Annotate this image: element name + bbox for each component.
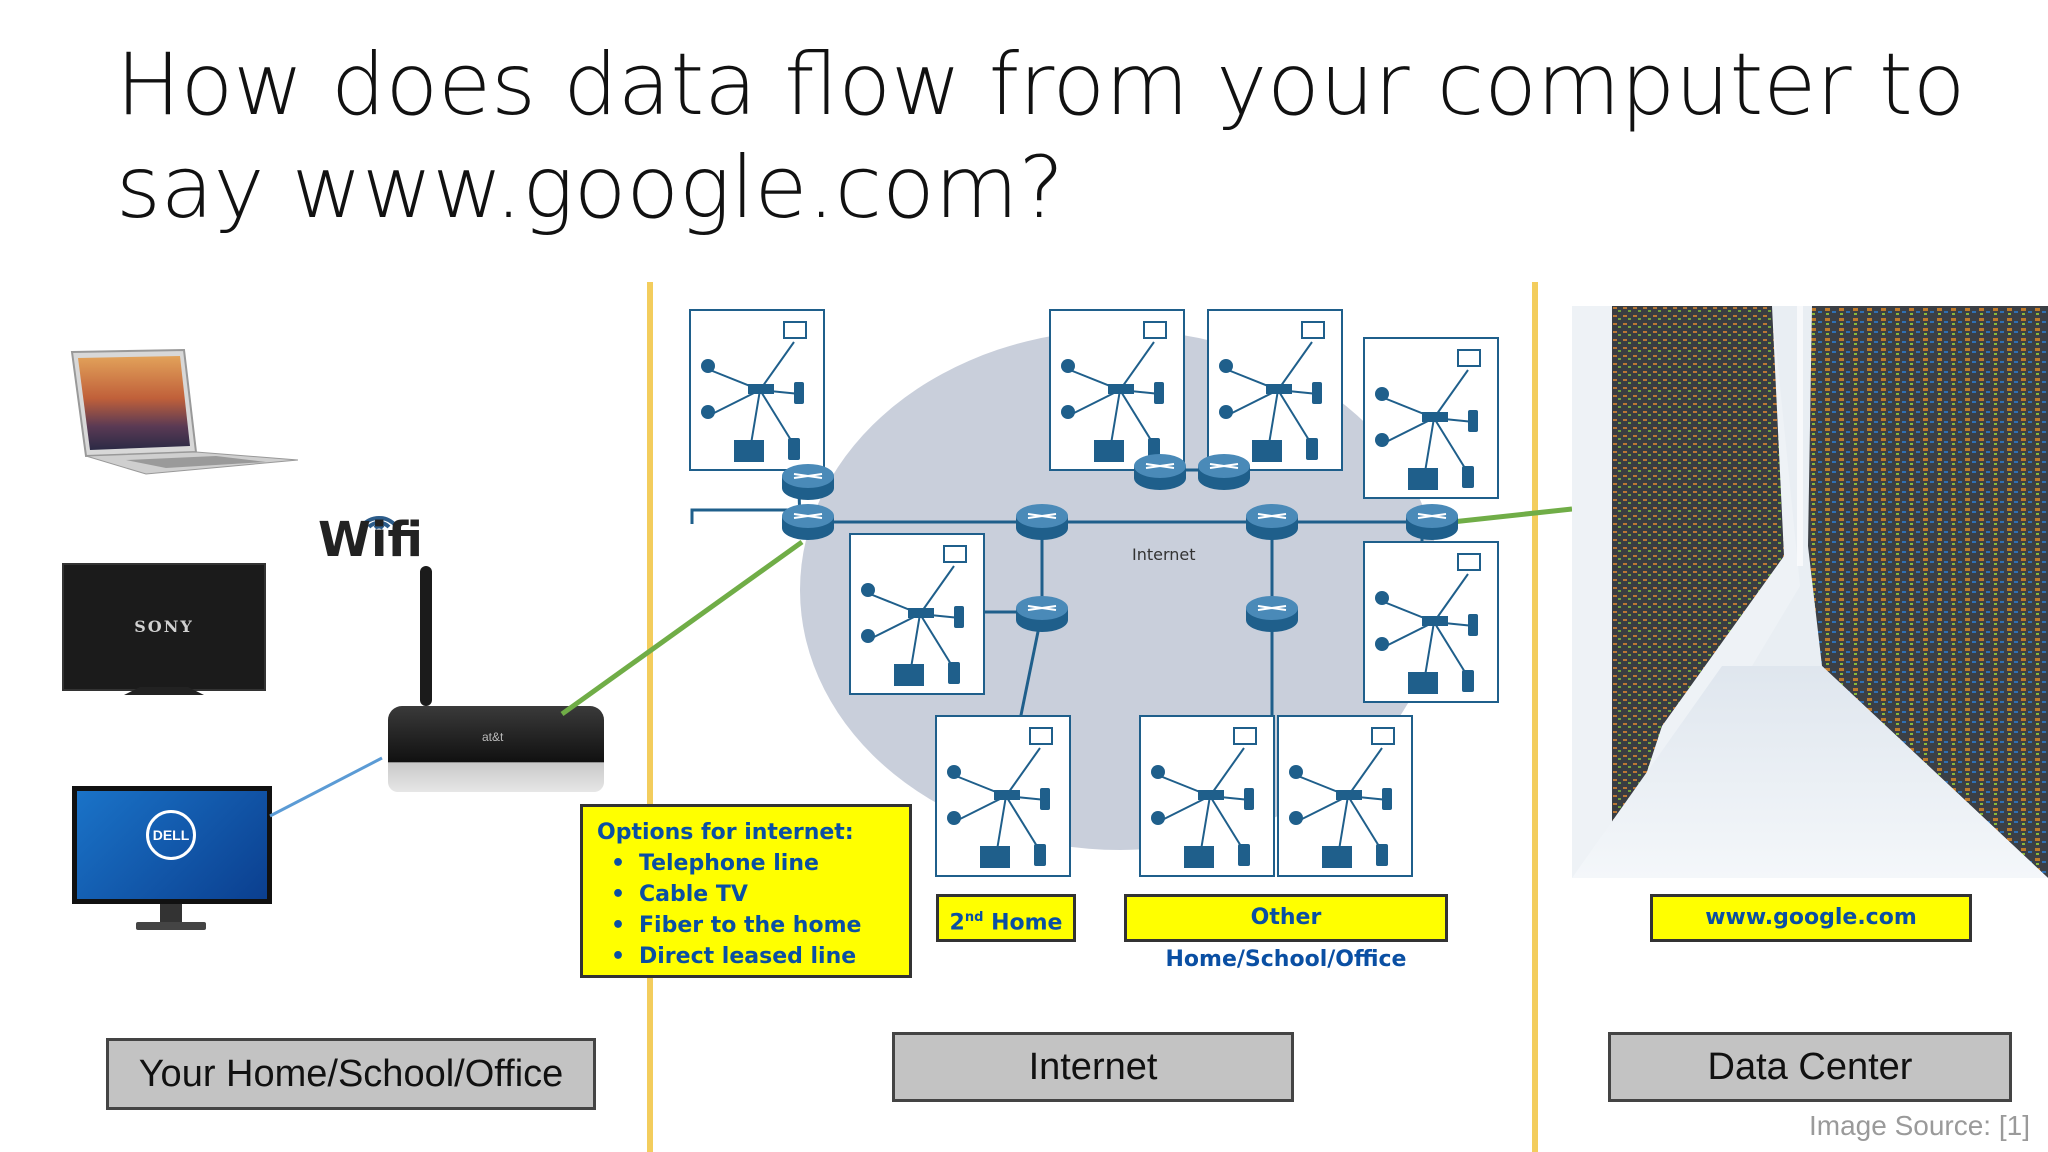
monitor-icon: DELL bbox=[72, 786, 272, 904]
tv-icon: SONY bbox=[62, 563, 266, 691]
wifi-label: Wifi bbox=[318, 512, 423, 568]
lan-cluster bbox=[1139, 715, 1275, 877]
router-brand: at&t bbox=[482, 730, 504, 744]
router-node bbox=[781, 503, 835, 541]
internet-network-diagram: Internet bbox=[689, 309, 1499, 877]
monitor-neck bbox=[160, 904, 182, 922]
router-antenna bbox=[420, 566, 432, 706]
monitor-base bbox=[136, 922, 206, 930]
divider-left bbox=[647, 282, 653, 1152]
internet-cloud-label: Internet bbox=[1132, 545, 1196, 564]
section-label-internet: Internet bbox=[892, 1032, 1294, 1102]
slide-title: How does data flow from your computer to… bbox=[116, 35, 1966, 238]
router-node bbox=[1133, 453, 1187, 491]
router-node bbox=[1197, 453, 1251, 491]
router-icon: at&t bbox=[388, 706, 604, 792]
monitor-brand-logo: DELL bbox=[146, 810, 196, 860]
section-label-datacenter: Data Center bbox=[1608, 1032, 2012, 1102]
monitor-router-link bbox=[269, 756, 383, 818]
divider-right bbox=[1532, 282, 1538, 1152]
section-label-home: Your Home/School/Office bbox=[106, 1038, 596, 1110]
laptop-icon bbox=[70, 348, 298, 475]
router-node bbox=[1015, 595, 1069, 633]
image-source-citation: Image Source: [1] bbox=[1808, 1110, 2030, 1141]
lan-cluster bbox=[935, 715, 1071, 877]
router-node bbox=[781, 463, 835, 501]
internet-options-box: Options for internet: Telephone line Cab… bbox=[580, 804, 912, 978]
option-item: Cable TV bbox=[597, 879, 895, 910]
router-node bbox=[1245, 503, 1299, 541]
tv-stand bbox=[124, 687, 204, 695]
option-item: Telephone line bbox=[597, 848, 895, 879]
lan-cluster bbox=[1363, 337, 1499, 499]
options-heading: Options for internet: bbox=[597, 820, 854, 845]
tag-second-home: 2nd Home bbox=[936, 894, 1076, 942]
lan-cluster bbox=[849, 533, 985, 695]
datacenter-photo bbox=[1572, 306, 2048, 878]
tag-google: www.google.com bbox=[1650, 894, 1972, 942]
lan-cluster bbox=[689, 309, 825, 471]
router-node bbox=[1245, 595, 1299, 633]
option-item: Direct leased line bbox=[597, 941, 895, 972]
wifi-signal-icon bbox=[360, 515, 398, 530]
lan-cluster bbox=[1363, 541, 1499, 703]
tv-brand: SONY bbox=[134, 617, 194, 636]
tag-other-home: Other Home/School/Office bbox=[1124, 894, 1448, 972]
router-node bbox=[1015, 503, 1069, 541]
router-node bbox=[1405, 503, 1459, 541]
option-item: Fiber to the home bbox=[597, 910, 895, 941]
lan-cluster bbox=[1049, 309, 1185, 471]
lan-cluster bbox=[1207, 309, 1343, 471]
lan-cluster bbox=[1277, 715, 1413, 877]
